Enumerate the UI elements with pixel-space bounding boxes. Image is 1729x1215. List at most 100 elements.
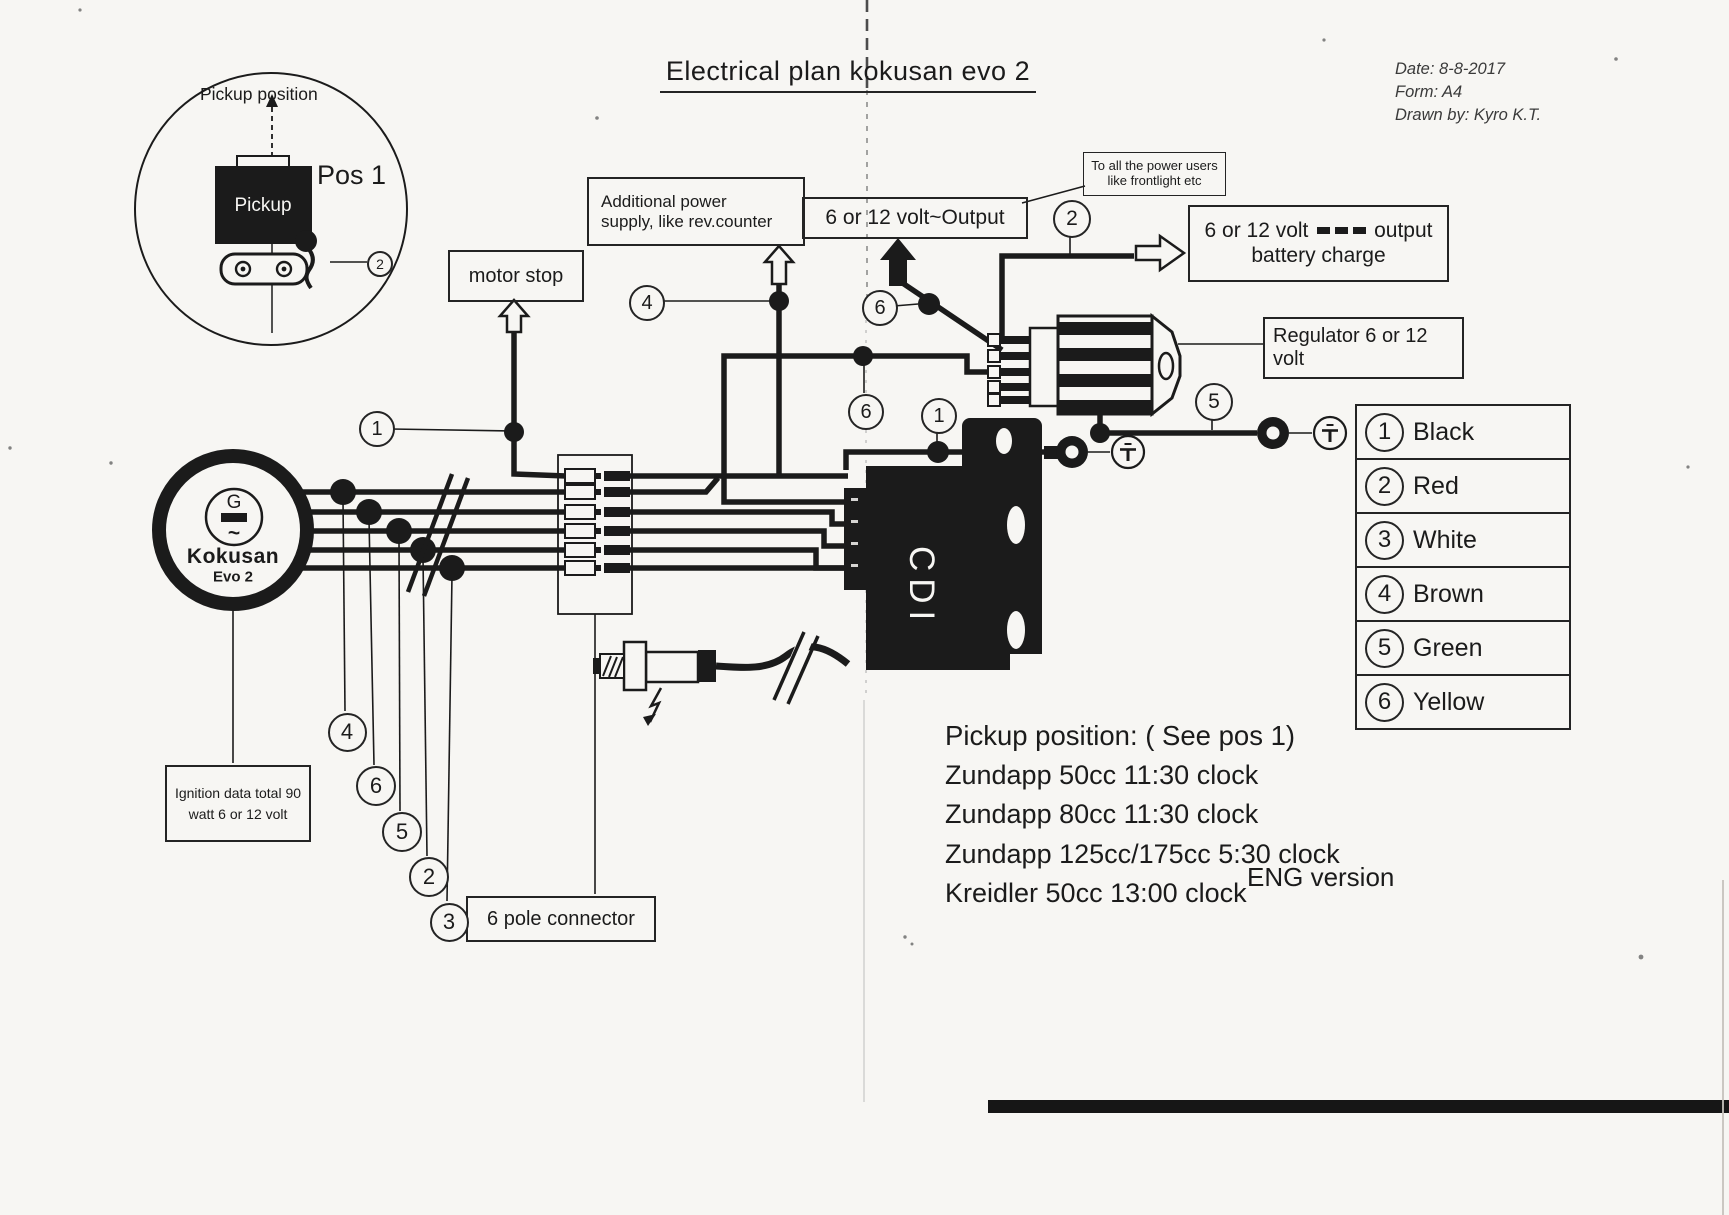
battery-line1: 6 or 12 volt output bbox=[1204, 219, 1433, 243]
wire-color-label: Yellow bbox=[1413, 687, 1485, 716]
wire-marker-4: 4 bbox=[629, 285, 665, 321]
pickup-position-inset bbox=[134, 72, 408, 346]
generator-model: Evo 2 bbox=[212, 568, 254, 586]
ring-terminal bbox=[1044, 436, 1110, 468]
wire-color-label: White bbox=[1413, 525, 1477, 554]
pickup-label: Pickup bbox=[234, 195, 292, 216]
ground-symbol bbox=[1110, 434, 1146, 470]
regulator-pins bbox=[987, 333, 1032, 407]
wire-number-badge: 2 bbox=[1365, 466, 1404, 506]
motor-stop-box: motor stop bbox=[448, 250, 584, 302]
generator-symbol-letter: G bbox=[226, 492, 242, 513]
ring-terminal bbox=[1257, 417, 1312, 449]
dc-dash-icon bbox=[1352, 227, 1366, 235]
ignition-data-box: Ignition data total 90 watt 6 or 12 volt bbox=[165, 765, 311, 842]
plug-boot bbox=[698, 650, 716, 682]
generator-symbol-wave: ~ bbox=[227, 522, 241, 545]
pickup-coil bbox=[215, 166, 312, 244]
reg-fins bbox=[1058, 322, 1152, 413]
additional-power-box: Additional power supply, like rev.counte… bbox=[587, 177, 805, 246]
ground-symbol bbox=[1312, 415, 1348, 451]
inset-caption: Pickup position bbox=[200, 84, 318, 104]
legend-row: 1 Black bbox=[1357, 406, 1569, 458]
regulator-unit bbox=[987, 312, 1182, 418]
wire-marker-6: 6 bbox=[848, 394, 884, 430]
legend-row: 3 White bbox=[1357, 512, 1569, 566]
wire-marker-5: 5 bbox=[1195, 383, 1233, 421]
version-label: ENG version bbox=[1247, 862, 1395, 892]
dc-dash-icon bbox=[1316, 227, 1330, 235]
wire-number-badge: 4 bbox=[1365, 574, 1404, 614]
wire-marker-2: 2 bbox=[1053, 200, 1091, 238]
spark-bolt-icon bbox=[648, 687, 663, 723]
note-line: Zundapp 125cc/175cc 5:30 clock bbox=[945, 838, 1340, 869]
battery-charge-box: 6 or 12 volt output battery charge bbox=[1188, 205, 1449, 282]
dc-dash-icon bbox=[1334, 227, 1348, 235]
power-users-box: To all the power users like frontlight e… bbox=[1083, 152, 1226, 196]
wire-marker-3: 3 bbox=[429, 902, 469, 942]
legend-row: 6 Yellow bbox=[1357, 674, 1569, 728]
kokusan-flywheel bbox=[152, 449, 314, 611]
regulator-box: Regulator 6 or 12 volt bbox=[1263, 317, 1464, 379]
wire-marker-5: 5 bbox=[382, 812, 422, 852]
cdi-unit bbox=[844, 418, 1042, 670]
cdi-connector-block bbox=[844, 488, 868, 590]
wire-marker-4: 4 bbox=[327, 712, 367, 752]
wire-marker-2: 2 bbox=[409, 857, 449, 897]
meta-drawn-by: Drawn by: Kyro K.T. bbox=[1395, 106, 1542, 124]
wire-color-label: Red bbox=[1413, 471, 1459, 500]
cable-break-slashes bbox=[405, 473, 471, 597]
wire-number-badge: 6 bbox=[1365, 682, 1404, 722]
pos1-label: Pos 1 bbox=[317, 160, 387, 190]
wire-motor-stop bbox=[511, 330, 567, 479]
wire-number-badge: 1 bbox=[1365, 412, 1404, 452]
meta-form: Form: A4 bbox=[1395, 83, 1463, 101]
wire-color-label: Green bbox=[1413, 633, 1483, 662]
notes-heading: Pickup position: ( See pos 1) bbox=[945, 720, 1296, 751]
additional-power-arrow-icon bbox=[762, 244, 796, 286]
document-meta: Date: 8-8-2017 Form: A4 Drawn by: Kyro K… bbox=[1395, 58, 1541, 127]
note-line: Kreidler 50cc 13:00 clock bbox=[945, 878, 1247, 908]
diagram-title: Electrical plan kokusan evo 2 bbox=[638, 56, 1058, 93]
wire-marker-1: 1 bbox=[359, 411, 395, 447]
generator-symbol-bar bbox=[221, 513, 247, 522]
wire-marker-6: 6 bbox=[356, 766, 396, 806]
generator-brand: Kokusan bbox=[186, 545, 280, 568]
note-line: Zundapp 80cc 11:30 clock bbox=[945, 799, 1259, 829]
connector-terminals bbox=[564, 468, 630, 576]
harness-wires bbox=[300, 253, 1257, 571]
ht-lead bbox=[715, 643, 851, 671]
wire-number-badge: 3 bbox=[1365, 520, 1404, 560]
legend-row: 4 Brown bbox=[1357, 566, 1569, 620]
six-pole-connector bbox=[557, 454, 633, 615]
meta-date: Date: 8-8-2017 bbox=[1395, 60, 1506, 78]
motor-stop-arrow-icon bbox=[497, 298, 531, 334]
ac-output-box: 6 or 12 volt~Output bbox=[802, 197, 1028, 239]
spark-plug-hex bbox=[622, 640, 648, 692]
spark-plug-body bbox=[644, 650, 700, 684]
pointer-lines bbox=[232, 185, 1263, 902]
cdi-mount-hole bbox=[1007, 506, 1025, 544]
cdi-mount-hole bbox=[1007, 611, 1025, 649]
wire-color-legend: 1 Black 2 Red 3 White 4 Brown 5 Green 6 Yellow bbox=[1355, 404, 1571, 730]
legend-row: 5 Green bbox=[1357, 620, 1569, 674]
wire-marker-6: 6 bbox=[862, 290, 898, 326]
ac-output-arrow-icon bbox=[880, 238, 916, 286]
wire-cdi-to-regulator bbox=[721, 353, 1002, 505]
wire-marker-2: 2 bbox=[367, 251, 393, 277]
note-line: Zundapp 50cc 11:30 clock bbox=[945, 759, 1259, 790]
wire-color-label: Brown bbox=[1413, 579, 1484, 608]
wire-marker-1: 1 bbox=[921, 398, 957, 434]
battery-charge-arrow-icon bbox=[1134, 233, 1187, 273]
wire-regulator-top bbox=[999, 253, 1134, 342]
wire-color-label: Black bbox=[1413, 417, 1475, 446]
wire-cdi-ground bbox=[843, 449, 962, 470]
legend-row: 2 Red bbox=[1357, 458, 1569, 512]
wire-output-diagonal bbox=[896, 277, 1004, 353]
wire-number-badge: 5 bbox=[1365, 628, 1404, 668]
pickup-bracket bbox=[219, 252, 309, 286]
scan-artifacts bbox=[8, 8, 1729, 1215]
